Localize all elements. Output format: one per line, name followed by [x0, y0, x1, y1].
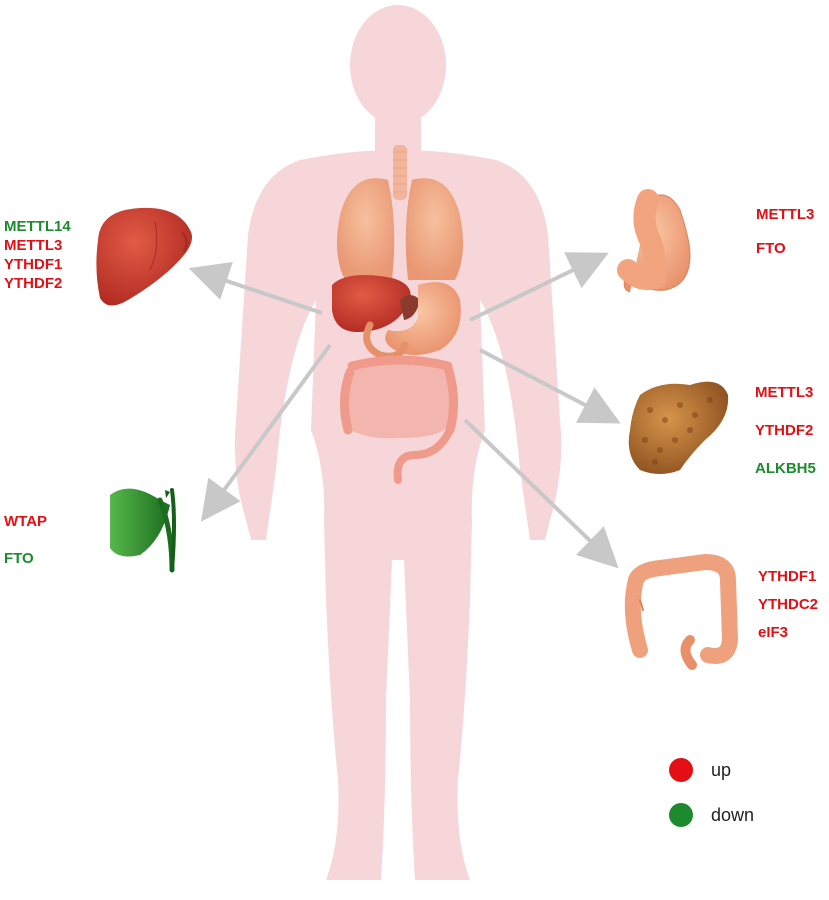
- stomach-icon: [617, 189, 691, 293]
- gallbladder-gene-list: WTAP FTO: [4, 512, 47, 586]
- stomach-gene-fto: FTO: [756, 240, 786, 257]
- left-lung-icon: [336, 178, 395, 280]
- trachea-icon: [393, 145, 407, 200]
- legend-down-dot: [669, 803, 693, 827]
- arrow-to-stomach: [469, 252, 609, 322]
- gallbladder-icon: [110, 488, 176, 573]
- body-organs: [332, 145, 464, 484]
- liver-gene-ythdf1: YTHDF1: [4, 256, 63, 273]
- pancreas-gene-alkbh5: ALKBH5: [755, 460, 816, 477]
- body-stomach-icon: [385, 282, 461, 355]
- pancreas-icon: [628, 381, 729, 474]
- liver-icon: [96, 207, 192, 306]
- colon-gene-ythdc2: YTHDC2: [758, 596, 819, 613]
- legend-down: down: [669, 803, 754, 827]
- human-body-silhouette: [234, 5, 562, 880]
- gallbladder-gene-wtap: WTAP: [4, 513, 48, 530]
- arrow-to-pancreas: [479, 348, 621, 424]
- legend-down-label: down: [711, 804, 755, 825]
- arrow-to-liver: [188, 261, 323, 315]
- liver-gene-mettl14: METTL14: [4, 218, 71, 235]
- arrows: [188, 252, 621, 569]
- right-lung-icon: [405, 178, 464, 280]
- body-liver-icon: [332, 275, 411, 333]
- stomach-gene-mettl3: METTL3: [756, 206, 815, 223]
- legend-up-label: up: [711, 759, 732, 780]
- pancreas-gene-mettl3: METTL3: [755, 384, 814, 401]
- arrow-to-colon: [463, 418, 619, 569]
- colon-gene-eif3: eIF3: [758, 624, 789, 641]
- arrow-to-gallbladder: [200, 343, 332, 522]
- liver-gene-ythdf2: YTHDF2: [4, 275, 63, 292]
- legend-up-dot: [669, 758, 693, 782]
- legend-up: up: [669, 758, 731, 782]
- liver-gene-mettl3: METTL3: [4, 237, 63, 254]
- pancreas-gene-ythdf2: YTHDF2: [755, 422, 814, 439]
- colon-gene-ythdf1: YTHDF1: [758, 568, 817, 585]
- gallbladder-gene-fto: FTO: [4, 550, 34, 567]
- colon-icon: [624, 553, 739, 670]
